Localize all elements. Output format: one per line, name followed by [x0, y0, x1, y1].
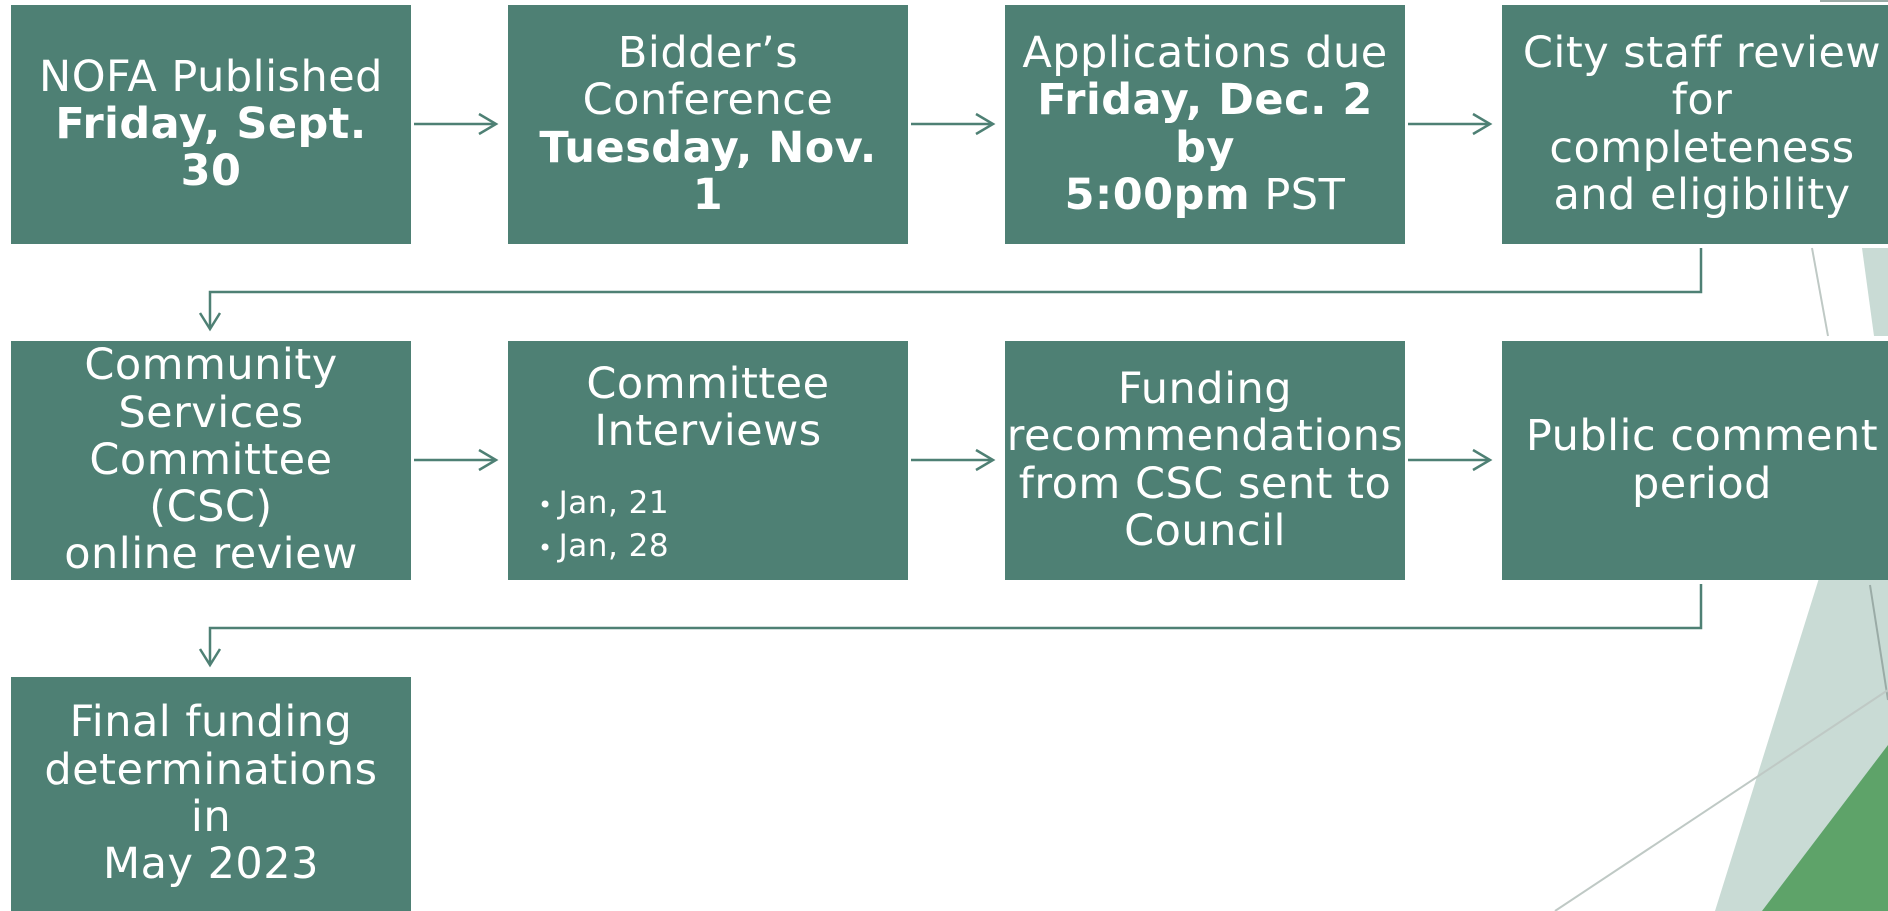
step-label: Committee (CSC): [89, 434, 333, 533]
step-date: Friday, Dec. 2 by: [1037, 75, 1373, 173]
step-label: Funding: [1117, 363, 1293, 414]
step-funding-recommendations: Funding recommendations from CSC sent to…: [1005, 341, 1405, 580]
step-final-funding-determinations: Final funding determinations in May 2023: [11, 677, 411, 911]
step-label: Public comment: [1525, 411, 1879, 462]
decor-thin-line: [1811, 247, 1829, 337]
step-label: Services: [118, 387, 304, 438]
step-label: for completeness: [1549, 75, 1855, 173]
decor-thin-line: [1554, 689, 1888, 911]
step-label: Bidder’s: [617, 27, 799, 78]
decor-thin-line: [1869, 584, 1888, 701]
step-public-comment-period: Public comment period: [1502, 341, 1888, 580]
step-label: May 2023: [103, 839, 319, 890]
step-csc-online-review: Community Services Committee (CSC) onlin…: [11, 341, 411, 580]
step-label: period: [1632, 458, 1772, 509]
decor-light-panel: [1862, 248, 1888, 336]
interview-date: Jan, 28: [538, 525, 898, 568]
step-label: Interviews: [594, 406, 822, 457]
step-label: Community: [84, 340, 338, 391]
step-date: Friday, Sept. 30: [55, 98, 367, 197]
step-timezone: PST: [1250, 169, 1346, 220]
step-city-staff-review: City staff review for completeness and e…: [1502, 5, 1888, 244]
step-label: from CSC sent to: [1018, 458, 1392, 509]
step-label: Applications due: [1022, 27, 1388, 78]
interview-date: Jan, 21: [538, 482, 898, 525]
step-label: Committee: [586, 359, 830, 409]
step-bidders-conference: Bidder’s Conference Tuesday, Nov. 1: [508, 5, 908, 244]
step-label: and eligibility: [1553, 169, 1851, 220]
step-date: Tuesday, Nov. 1: [539, 122, 877, 220]
step-label: determinations in: [44, 744, 378, 842]
interview-dates-list: Jan, 21 Jan, 28: [518, 482, 898, 569]
step-label: Council: [1124, 505, 1286, 556]
step-label: Final funding: [69, 697, 353, 748]
step-committee-interviews: Committee Interviews Jan, 21 Jan, 28: [508, 341, 908, 580]
step-label: City staff review: [1522, 27, 1882, 78]
decor-green-triangle: [1762, 745, 1888, 911]
decor-corner-mark: [1820, 0, 1888, 2]
step-nofa-published: NOFA Published Friday, Sept. 30: [11, 5, 411, 244]
step-label: recommendations: [1006, 411, 1404, 462]
step-label: online review: [64, 529, 358, 580]
step-time: 5:00pm: [1064, 169, 1251, 220]
step-label: Conference: [582, 75, 834, 126]
step-label: NOFA Published: [39, 51, 383, 102]
step-applications-due: Applications due Friday, Dec. 2 by 5:00p…: [1005, 5, 1405, 244]
